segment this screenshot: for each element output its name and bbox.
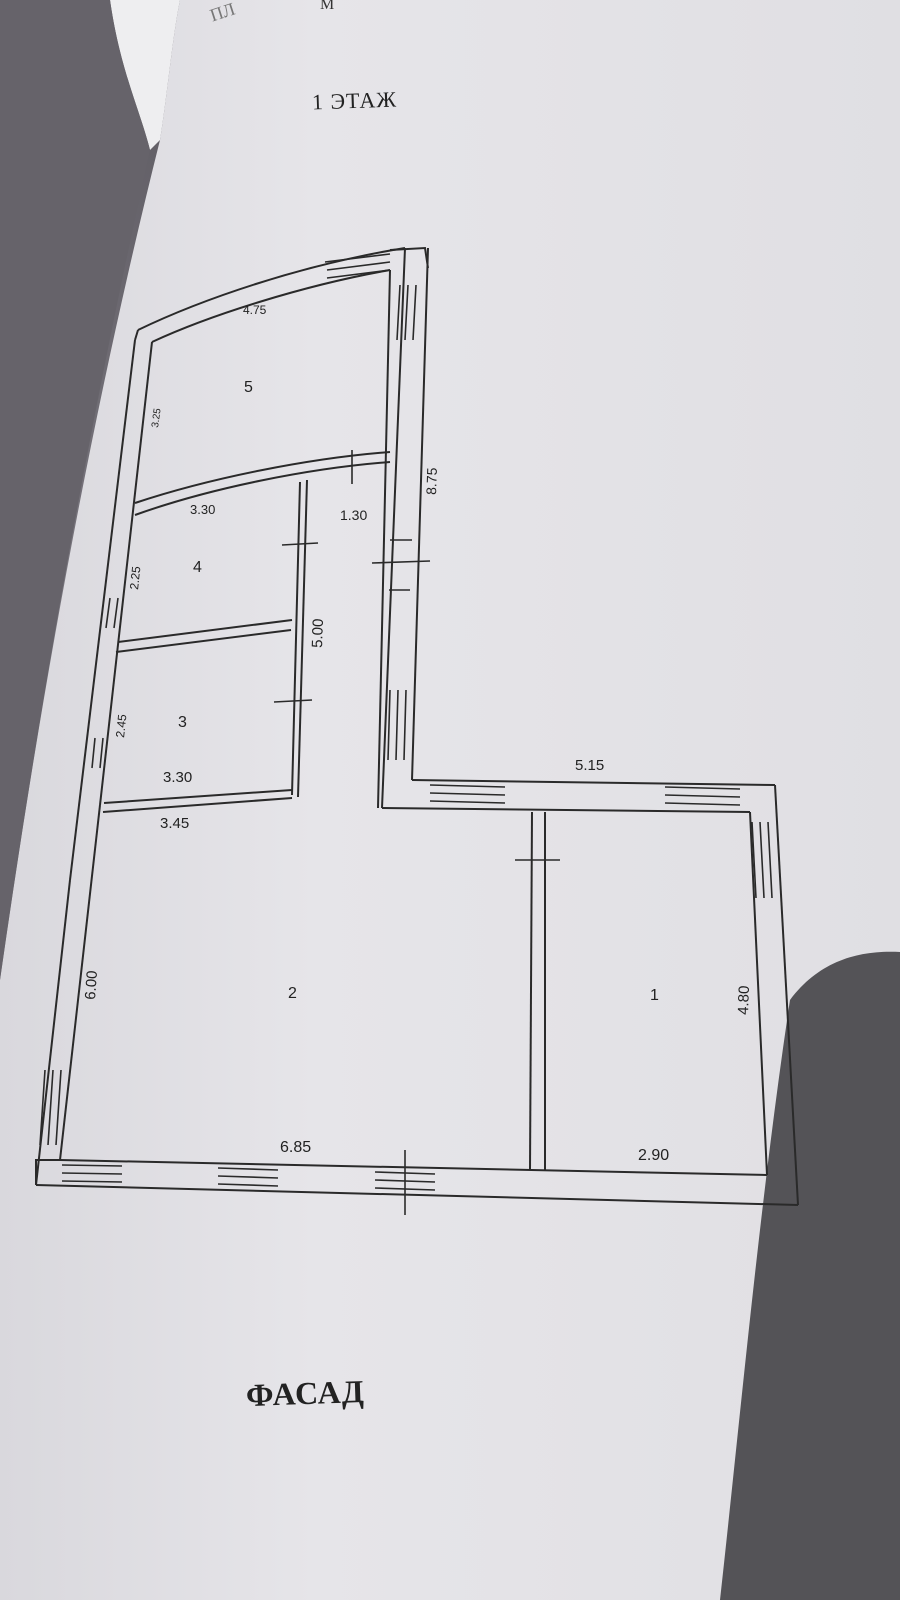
room-labels: 5 4 3 2 1 — [178, 379, 659, 1004]
dim-room5-left: 3.25 — [150, 407, 164, 428]
dim-corridor-length: 5.00 — [309, 618, 327, 648]
dim-room3-bottom: 3.30 — [163, 769, 192, 786]
floor-title: 1 ЭТАЖ — [311, 86, 398, 115]
dim-room5-top: 4.75 — [243, 303, 267, 317]
dim-room4-left: 2.25 — [127, 565, 143, 590]
door-ticks — [273, 450, 560, 1215]
dim-room2-bottom: 6.85 — [280, 1139, 311, 1156]
header-corner-right: М — [320, 0, 335, 13]
room-label-2: 2 — [288, 985, 297, 1002]
dim-room4-top: 3.30 — [190, 502, 215, 517]
dimension-labels: 4.75 3.25 3.30 1.30 8.75 2.25 5.00 2.45 … — [82, 303, 753, 1164]
dim-room2-left: 6.00 — [82, 970, 101, 1000]
room-label-5: 5 — [244, 379, 253, 396]
room-label-4: 4 — [193, 559, 202, 576]
dim-corridor-top: 1.30 — [340, 507, 367, 523]
dim-right-tall: 8.75 — [423, 467, 440, 495]
facade-label: ФАСАД — [245, 1372, 366, 1414]
partitions — [102, 451, 546, 1171]
windows — [39, 253, 773, 1191]
page-edge — [110, 0, 180, 150]
hand-shadow — [720, 951, 900, 1600]
floor-plan — [35, 246, 799, 1215]
dim-wing-top: 5.15 — [575, 757, 604, 774]
dim-room1-right: 4.80 — [735, 985, 753, 1015]
dim-room3-left: 2.45 — [113, 713, 129, 738]
room-label-1: 1 — [650, 987, 659, 1004]
room-label-3: 3 — [178, 714, 187, 731]
dim-room1-bottom: 2.90 — [638, 1147, 669, 1164]
dim-room2-top: 3.45 — [160, 815, 189, 832]
binding-shadow — [0, 0, 150, 980]
outer-walls — [35, 246, 799, 1206]
